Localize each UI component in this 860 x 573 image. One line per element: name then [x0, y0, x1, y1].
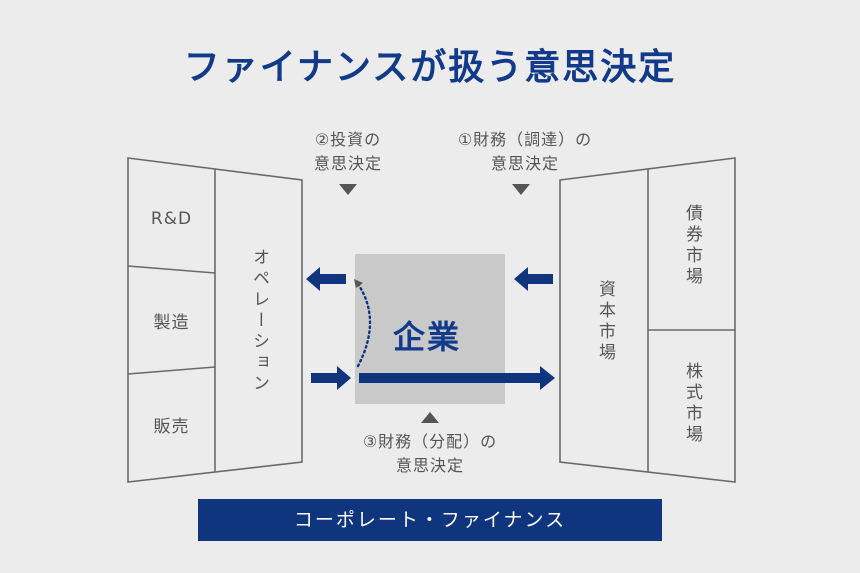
manufacturing-divider [127, 366, 216, 375]
company-label: 企業 [393, 318, 462, 356]
arrow-right-icon [311, 366, 351, 390]
sales-label: 販売 [153, 417, 190, 437]
arrow-right-icon [359, 366, 555, 390]
financing-line2: 意思決定 [490, 154, 559, 173]
distribution-line2: 意思決定 [395, 456, 464, 475]
capital-market-panel [559, 157, 736, 483]
financing-decision-label: ①財務（調達）の 意思決定 [440, 128, 610, 176]
corporate-finance-banner: コーポレート・ファイナンス [198, 499, 662, 541]
arrow-left-icon [306, 267, 346, 291]
investment-decision-label: ②投資の 意思決定 [268, 128, 428, 176]
triangle-down-icon [512, 184, 530, 195]
investment-line1: ②投資の [314, 130, 382, 149]
distribution-line1: ③財務（分配）の [362, 432, 498, 451]
manufacturing-label: 製造 [153, 313, 190, 333]
arrow-left-icon [514, 267, 553, 291]
reinvest-dotted-arc [356, 282, 372, 368]
arc-arrowhead-icon [354, 279, 363, 288]
triangle-down-icon [339, 184, 357, 195]
triangle-up-icon [421, 412, 439, 423]
rd-divider [127, 265, 216, 274]
financing-line1: ①財務（調達）の [457, 130, 593, 149]
stock-market-label: 株式市場 [682, 362, 702, 446]
investment-line2: 意思決定 [313, 154, 382, 173]
capital-market-label: 資本市場 [595, 280, 615, 364]
rd-label: R&D [150, 209, 193, 229]
distribution-decision-label: ③財務（分配）の 意思決定 [340, 430, 520, 478]
bond-market-label: 債券市場 [682, 204, 702, 288]
page-title: ファイナンスが扱う意思決定 [183, 47, 677, 88]
operations-label: オペレーション [249, 248, 269, 395]
